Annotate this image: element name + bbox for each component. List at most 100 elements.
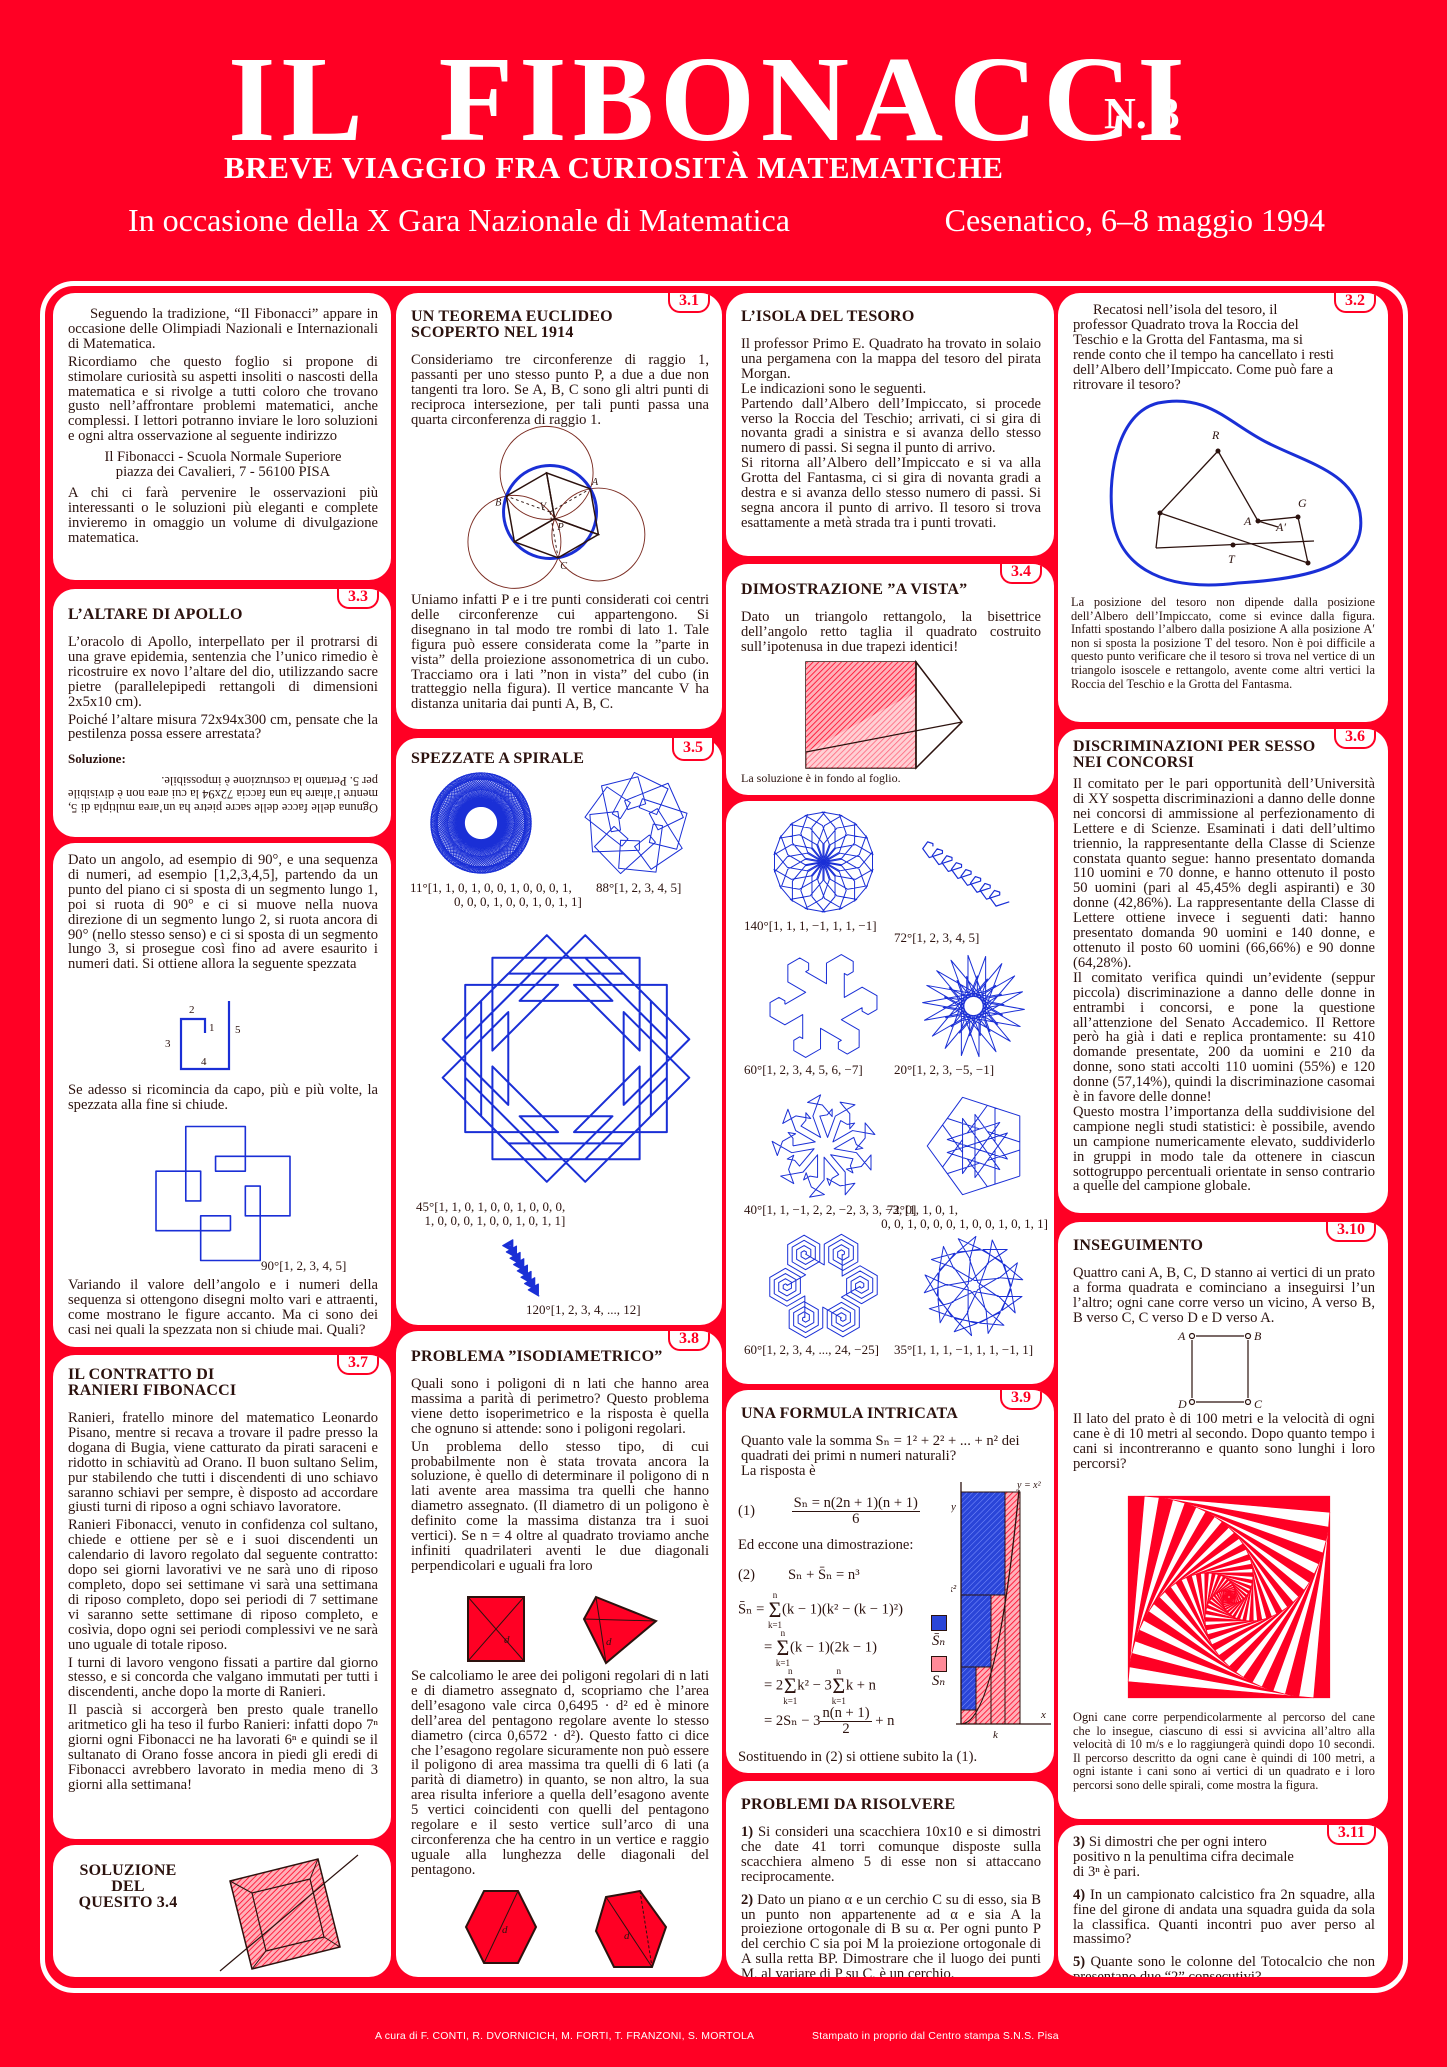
figure-label: 20°[1, 2, 3, −5, −1] [894, 1062, 995, 1077]
closed-spiral-figure [123, 1121, 323, 1266]
point-label: G [1298, 496, 1307, 510]
section-number: 3.1 [668, 293, 710, 313]
paragraph: Il professor Primo E. Quadrato ha trovat… [741, 336, 1041, 382]
address: Il Fibonacci - Scuola Normale Superiore … [68, 450, 378, 480]
spiral-figure [426, 768, 536, 878]
point-label: T [1228, 552, 1236, 566]
spiral-figure [916, 951, 1031, 1061]
spiral-figure [916, 1231, 1031, 1341]
pursuit-square [1227, 1595, 1231, 1599]
legend-label: S̄ₙ [932, 1633, 946, 1649]
section-number: 3.5 [672, 738, 714, 761]
problem-item: 2) Dato un piano α e un cerchio C su di … [741, 1891, 1041, 1977]
problem-item: 5) Quante sono le colonne del Totocalcio… [1073, 1954, 1375, 1977]
isodiametrico-box: 3.8 PROBLEMA ”ISODIAMETRICO” Quali sono … [396, 1331, 722, 1977]
intro-paragraph: Seguendo la tradizione, “Il Fibonacci” a… [68, 306, 378, 352]
segment-label: 3 [165, 1038, 171, 1050]
legend-swatch-sbar [931, 1615, 947, 1631]
paragraph: Un problema dello stesso tipo, di cui pr… [411, 1438, 709, 1574]
figure-label: 72°[1, 2, 3, 4, 5] [894, 930, 980, 945]
hexagons-figure: d d [464, 1889, 668, 1968]
intro-paragraph: Ricordiamo che questo foglio si propone … [68, 353, 378, 445]
spiral-figure [766, 1091, 881, 1201]
problemi-2-box: 3.11 3) Si dimostri che per ogni intero … [1058, 1825, 1388, 1977]
paragraph: Partendo dall’Albero dell’Impiccato, si … [741, 395, 1041, 457]
diameter-label: d [606, 1636, 612, 1648]
poster-frame [40, 281, 1408, 1993]
legend-label: Sₙ [932, 1673, 946, 1689]
masthead-subtitle: BREVE VIAGGIO FRA CURIOSITÀ MATEMATICHE [224, 150, 1004, 185]
footer-editors: A cura di F. CONTI, R. DVORNICICH, M. FO… [375, 2030, 755, 2042]
spiral-polyline [774, 812, 873, 912]
paragraph: I turni di lavoro vengono fissati a part… [68, 1654, 378, 1701]
point-label: C [560, 561, 567, 572]
paragraph: Il comitato verifica quindi un’evidente … [1073, 969, 1375, 1106]
figure-label: 60°[1, 2, 3, 4, ..., 24, −25] [744, 1342, 879, 1357]
quadrilaterals-figure: d d [467, 1595, 658, 1665]
spiral-polyline [927, 1097, 1020, 1194]
paragraph: La risposta è [741, 1462, 816, 1479]
point-label: B [1254, 1329, 1262, 1343]
tesoro-box: 3.2 Recatosi nell’isola del tesoro, il p… [1058, 293, 1388, 722]
pursuit-spiral-figure [1127, 1495, 1331, 1699]
paragraph: Poiché l’altare misura 72x94x300 cm, pen… [68, 711, 378, 743]
figure-label: 40°[1, 1, −1, 2, 2, −2, 3, 3, −3, 0] [744, 1202, 917, 1217]
section-title: PROBLEMA ”ISODIAMETRICO” [411, 1348, 663, 1365]
upside-down-solution: Ognuna delle facce delle sacre pietre ha… [68, 773, 378, 816]
place-date: Cesenatico, 6–8 maggio 1994 [944, 202, 1325, 238]
point-label: D [1177, 1397, 1187, 1411]
figure-label: 11°[1, 1, 0, 1, 0, 0, 1, 0, 0, 0, 1,0, 0… [410, 880, 582, 909]
spiral-polyline [585, 772, 687, 873]
figure-label: 88°[1, 2, 3, 4, 5] [596, 880, 682, 895]
section-number: 3.9 [1000, 1390, 1042, 1410]
paragraph: Quanto vale la somma Sₙ = 1² + 2² + ... … [741, 1433, 1020, 1464]
point-label: R [1211, 428, 1220, 442]
section-title: PROBLEMI DA RISOLVERE [741, 1796, 956, 1813]
problem-item: 1) Si consideri una scacchiera 10x10 e s… [741, 1824, 1041, 1885]
diameter-label: d [502, 1924, 508, 1936]
footer-printer: Stampato in proprio dal Centro stampa S.… [812, 2030, 1059, 2042]
paragraph: Ranieri Fibonacci, venuto in confidenza … [68, 1517, 378, 1653]
right-triangle-figure [805, 659, 963, 770]
diameter-label: d [624, 1930, 630, 1942]
four-circles-figure: A B C P V [467, 425, 646, 589]
point-label: B [495, 498, 502, 509]
spiral-figure [916, 839, 1016, 909]
problem-item: 3) Si dimostri che per ogni intero posit… [1073, 1834, 1294, 1880]
paragraph: Le indicazioni sono le seguenti. [741, 380, 927, 397]
treasure-map: R G A A′ T [1109, 399, 1363, 587]
caption: La posizione del tesoro non dipende dall… [1071, 595, 1375, 691]
paragraph: Se calcoliamo le aree dei poligoni regol… [411, 1668, 709, 1878]
paragraph: L’oracolo di Apollo, interpellato per il… [68, 634, 378, 710]
paragraph: Questo mostra l’importanza della suddivi… [1073, 1103, 1375, 1195]
spiral-figure [426, 916, 706, 1201]
tick-label: k² [951, 1583, 957, 1595]
paragraph: Dato un triangolo rettangolo, la bisettr… [741, 609, 1041, 655]
diameter-label: d [504, 1634, 510, 1646]
spiral-polyline [924, 1236, 1022, 1335]
paragraph: Dato un angolo, ad esempio di 90°, e una… [68, 852, 378, 973]
spirali-box-2: 3.5 140°[1, 1, 1, −1, 1, 1, −1]72°[1, 2,… [726, 801, 1054, 1384]
spiral-polyline [923, 955, 1025, 1056]
vista-box: 3.4 DIMOSTRAZIONE ”A VISTA” Dato un tria… [726, 564, 1054, 795]
segment-label: 2 [189, 1004, 195, 1016]
figure-label: 45°[1, 1, 0, 1, 0, 0, 1, 0, 0, 0,1, 0, 0… [416, 1199, 566, 1228]
address-line: Il Fibonacci - Scuola Normale Superiore [104, 449, 342, 466]
section-number: 3.4 [1000, 564, 1042, 584]
point-label: A [591, 477, 599, 488]
paragraph: Recatosi nell’isola del tesoro, il profe… [1073, 302, 1334, 393]
section-title: INSEGUIMENTO [1073, 1237, 1204, 1254]
caption: Ogni cane corre perpendicolarmente al pe… [1073, 1710, 1375, 1792]
curve-label: y = x² [1016, 1480, 1042, 1491]
formula-box: 3.9 UNA FORMULA INTRICATA Quanto vale la… [726, 1390, 1054, 1773]
legend-swatch-s [931, 1656, 947, 1672]
occasion-text: In occasione della X Gara Nazionale di M… [128, 202, 790, 238]
spezzata-box: Dato un angolo, ad esempio di 90°, e una… [53, 843, 391, 1347]
point-label: A [1243, 514, 1252, 528]
